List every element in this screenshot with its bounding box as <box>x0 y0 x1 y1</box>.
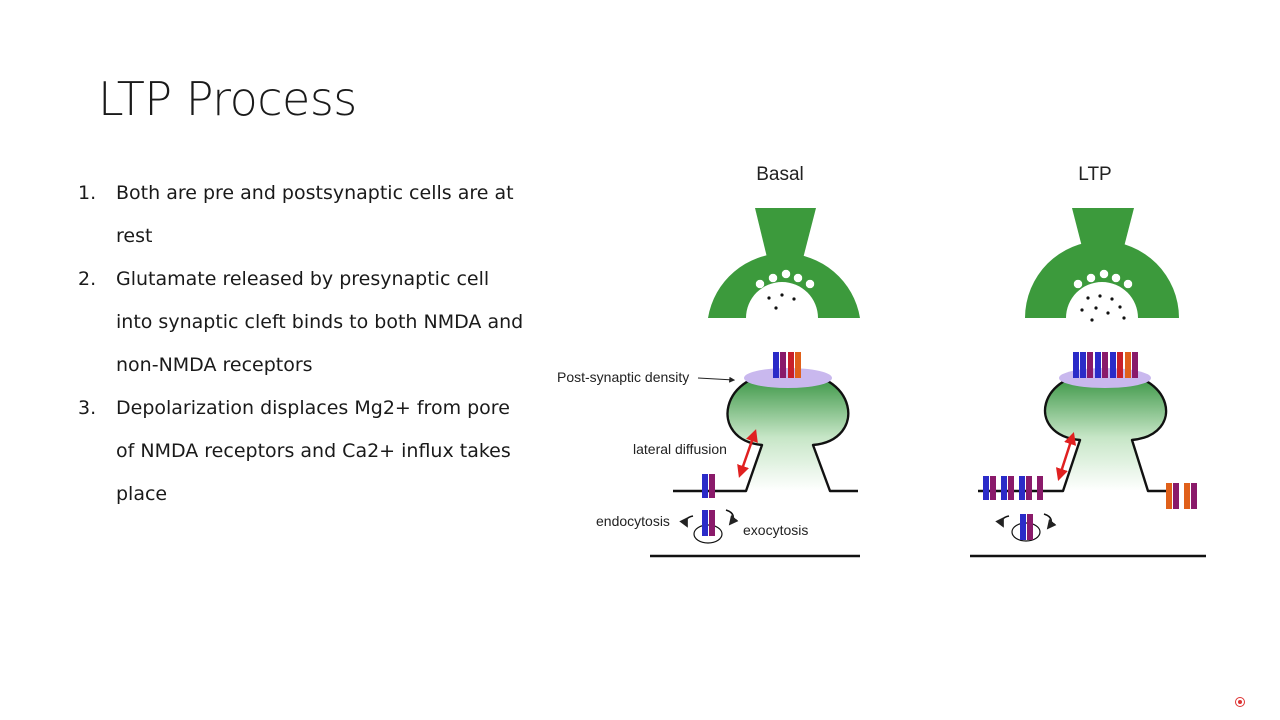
presynaptic-terminal <box>708 208 860 318</box>
exocytosis-label: exocytosis <box>743 522 808 538</box>
list-item: 1. Both are pre and postsynaptic cells a… <box>78 172 528 258</box>
presynaptic-terminal <box>1025 208 1179 322</box>
ltp-panel: LTP <box>970 164 1206 558</box>
glutamate-molecules <box>1080 294 1126 322</box>
postsynaptic-spine <box>673 368 858 493</box>
synaptic-vesicles <box>1073 269 1133 289</box>
psd-receptors <box>773 352 801 378</box>
slide-title: LTP Process <box>98 72 357 126</box>
glutamate-molecules <box>767 293 796 310</box>
list-text: Glutamate released by presynaptic cell i… <box>116 268 524 376</box>
bullet-list: 1. Both are pre and postsynaptic cells a… <box>78 172 528 516</box>
list-item: 3. Depolarization displaces Mg2+ from po… <box>78 387 528 516</box>
lateral-diffusion-arrow <box>1055 432 1077 481</box>
endosome <box>679 509 739 544</box>
lateral-diffusion-arrow <box>737 429 758 478</box>
list-number: 2. <box>78 268 97 290</box>
list-text: Depolarization displaces Mg2+ from pore … <box>116 397 511 505</box>
psd-receptors <box>1073 352 1138 378</box>
basal-panel: Basal <box>557 164 860 558</box>
synaptic-vesicles <box>755 269 815 289</box>
list-item: 2. Glutamate released by presynaptic cel… <box>78 258 528 387</box>
psd-pointer-arrow <box>697 376 736 383</box>
extrasynaptic-receptors-left <box>983 476 1043 500</box>
endocytosis-label: endocytosis <box>596 513 670 529</box>
lateral-diffusion-label: lateral diffusion <box>633 441 727 457</box>
panel-title-basal: Basal <box>756 164 804 185</box>
panel-title-ltp: LTP <box>1078 164 1111 185</box>
list-number: 1. <box>78 182 97 204</box>
record-indicator-icon <box>1235 697 1245 707</box>
endosome <box>995 513 1057 542</box>
list-text: Both are pre and postsynaptic cells are … <box>116 182 514 247</box>
list-number: 3. <box>78 397 97 419</box>
psd-label: Post-synaptic density <box>557 369 689 385</box>
postsynaptic-spine <box>978 368 1170 493</box>
synapse-diagram: Basal <box>557 164 1206 558</box>
extrasynaptic-receptors-right <box>1166 483 1197 509</box>
extrasynaptic-receptor <box>702 474 715 498</box>
